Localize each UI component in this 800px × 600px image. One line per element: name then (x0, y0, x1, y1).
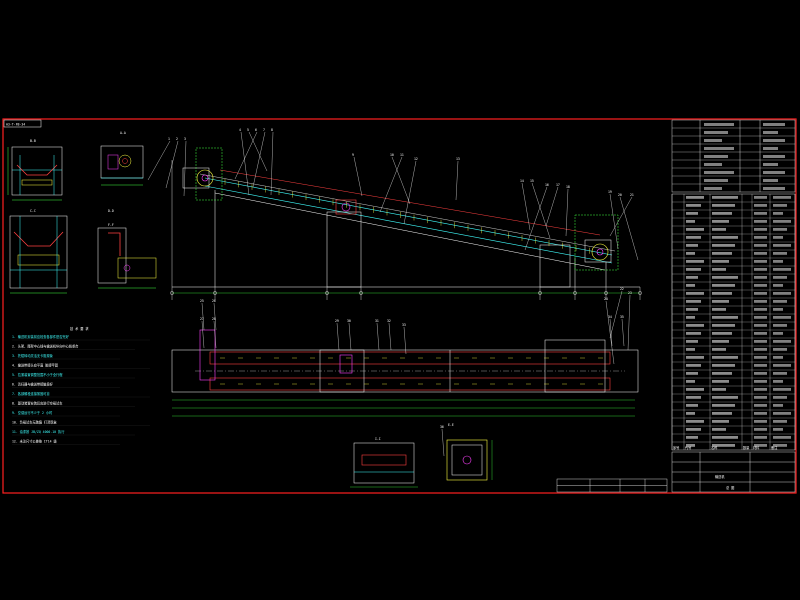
detail-view-return-idler (9, 215, 68, 294)
section-label: D-D (108, 209, 114, 213)
callout-label: 3 (184, 137, 186, 141)
callout-label: 6 (255, 128, 257, 132)
note-line: 7. 各部螺栓连接紧固可靠 (12, 391, 50, 396)
section-detail-1 (350, 442, 418, 488)
lower-callouts: 25 26 27 28 29 30 31 32 33 34 35 36 (200, 299, 624, 429)
note-line: 10. 负载试车无跑偏 打滑现象 (12, 420, 57, 425)
callout-label: 2 (176, 137, 178, 141)
note-line: 6. 清扫器与输送带接触良好 (12, 382, 54, 387)
detail-view-bracket (97, 227, 157, 289)
callout-label: 15 (530, 179, 534, 183)
callout-label: 7 (263, 128, 265, 132)
detail-view-idler-side (100, 145, 144, 186)
sheet-border (2, 118, 797, 494)
bom-header-cell: 材料 (753, 445, 760, 450)
callout-label: 5 (247, 128, 249, 132)
callout-label: 13 (456, 157, 460, 161)
plan-view (171, 329, 639, 417)
callout-label: 23 (628, 291, 632, 295)
detail-view-idler-front (7, 146, 63, 201)
main-elevation-view (170, 147, 642, 300)
title-block-scale: 总 图 (726, 485, 734, 490)
callout-label: 32 (387, 319, 391, 323)
callout-label: 24 (604, 297, 608, 301)
bom-header-cell: 序号 (673, 445, 679, 450)
callout-label: 22 (620, 287, 624, 291)
callout-label: 26 (212, 299, 216, 303)
section-label: A-A (120, 131, 126, 135)
lower-callout-leaders (201, 302, 625, 457)
callout-label: 14 (520, 179, 524, 183)
callout-label: 17 (556, 183, 560, 187)
callout-label: 10 (390, 153, 394, 157)
callout-label: 28 (212, 317, 216, 321)
callout-label: 34 (608, 315, 612, 319)
callout-label: 16 (545, 183, 549, 187)
callout-label: 9 (352, 153, 354, 157)
bom-header-cell: 数量 (743, 445, 750, 450)
callout-label: 4 (239, 128, 241, 132)
section-mark: I-I (375, 437, 381, 441)
notes-header: 技 术 要 求 (70, 326, 89, 331)
parameter-table (672, 123, 795, 190)
callout-label: 18 (566, 185, 570, 189)
note-line: 2. 头架、尾架中心线与输送机纵向中心线重合 (12, 344, 79, 349)
corner-tag-box (3, 119, 42, 128)
note-line: 4. 输送带接头应平直 胶接牢固 (12, 363, 58, 368)
note-line: 5. 拉紧装置调整范围不小于全行程 (12, 372, 63, 377)
callout-label: 36 (440, 425, 444, 429)
callout-label: 33 (402, 323, 406, 327)
callout-label: 20 (618, 193, 622, 197)
note-line: 8. 驱动装置安装后应进行空载试车 (12, 401, 62, 406)
note-line: 11. 油漆按 JB/ZQ 4000.10 执行 (12, 429, 65, 434)
bill-of-materials: 序号 代号 名称 数量材料 备注 (671, 194, 796, 450)
bom-header-cell: 代号 (685, 445, 691, 450)
section-label: F-F (108, 223, 114, 227)
title-block-bottom (672, 452, 795, 492)
note-line: 12. 未注尺寸公差按 IT14 级 (12, 439, 58, 444)
section-label: C-C (30, 209, 36, 213)
callout-label: 35 (620, 315, 624, 319)
callout-label: 12 (414, 157, 418, 161)
revision-strip (556, 478, 668, 493)
note-line: 9. 空载运行不少于 2 小时 (12, 410, 53, 415)
note-line: 3. 托辊转动灵活无卡阻现象 (12, 353, 54, 358)
corner-tag: A3-T-FB-34 (6, 123, 25, 127)
bom-header-cell: 名称 (711, 445, 718, 450)
upper-callout-leaders (147, 131, 639, 365)
callout-label: 19 (608, 190, 612, 194)
callout-label: 1 (168, 137, 170, 141)
title-block-name: 输送机 (715, 474, 725, 479)
callout-label: 11 (400, 153, 404, 157)
section-detail-2 (446, 439, 493, 481)
technical-notes: 1. 输送机安装前应检查各部件是否完好 2. 头架、尾架中心线与输送机纵向中心线重… (12, 334, 150, 445)
bom-header-cell: 备注 (771, 445, 778, 450)
section-labels: A-A B-B C-C D-D E-E F-F (30, 131, 454, 427)
callout-label: 27 (200, 317, 204, 321)
note-line: 1. 输送机安装前应检查各部件是否完好 (12, 334, 70, 339)
section-label: B-B (30, 139, 36, 143)
callout-label: 29 (335, 319, 339, 323)
callout-label: 25 (200, 299, 204, 303)
callout-label: 8 (271, 128, 273, 132)
callout-label: 21 (630, 193, 634, 197)
callout-label: 30 (347, 319, 351, 323)
callout-label: 31 (375, 319, 379, 323)
section-label: E-E (448, 423, 454, 427)
